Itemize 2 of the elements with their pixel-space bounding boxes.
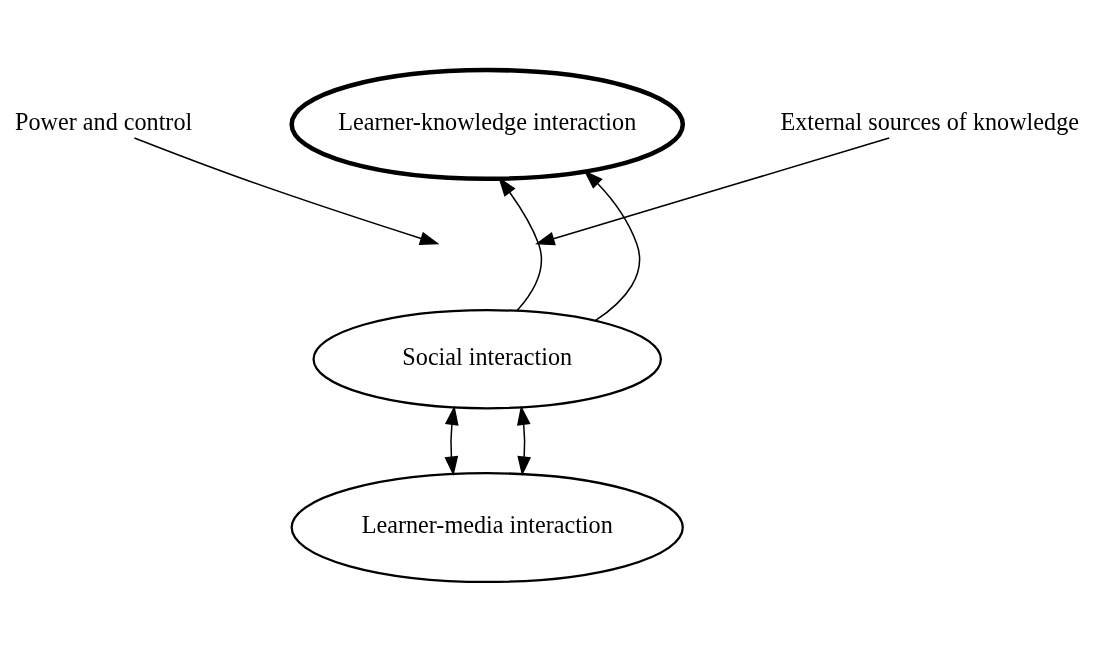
node-text: Power and control — [15, 107, 193, 135]
node-text: External sources of knowledge — [780, 107, 1079, 135]
